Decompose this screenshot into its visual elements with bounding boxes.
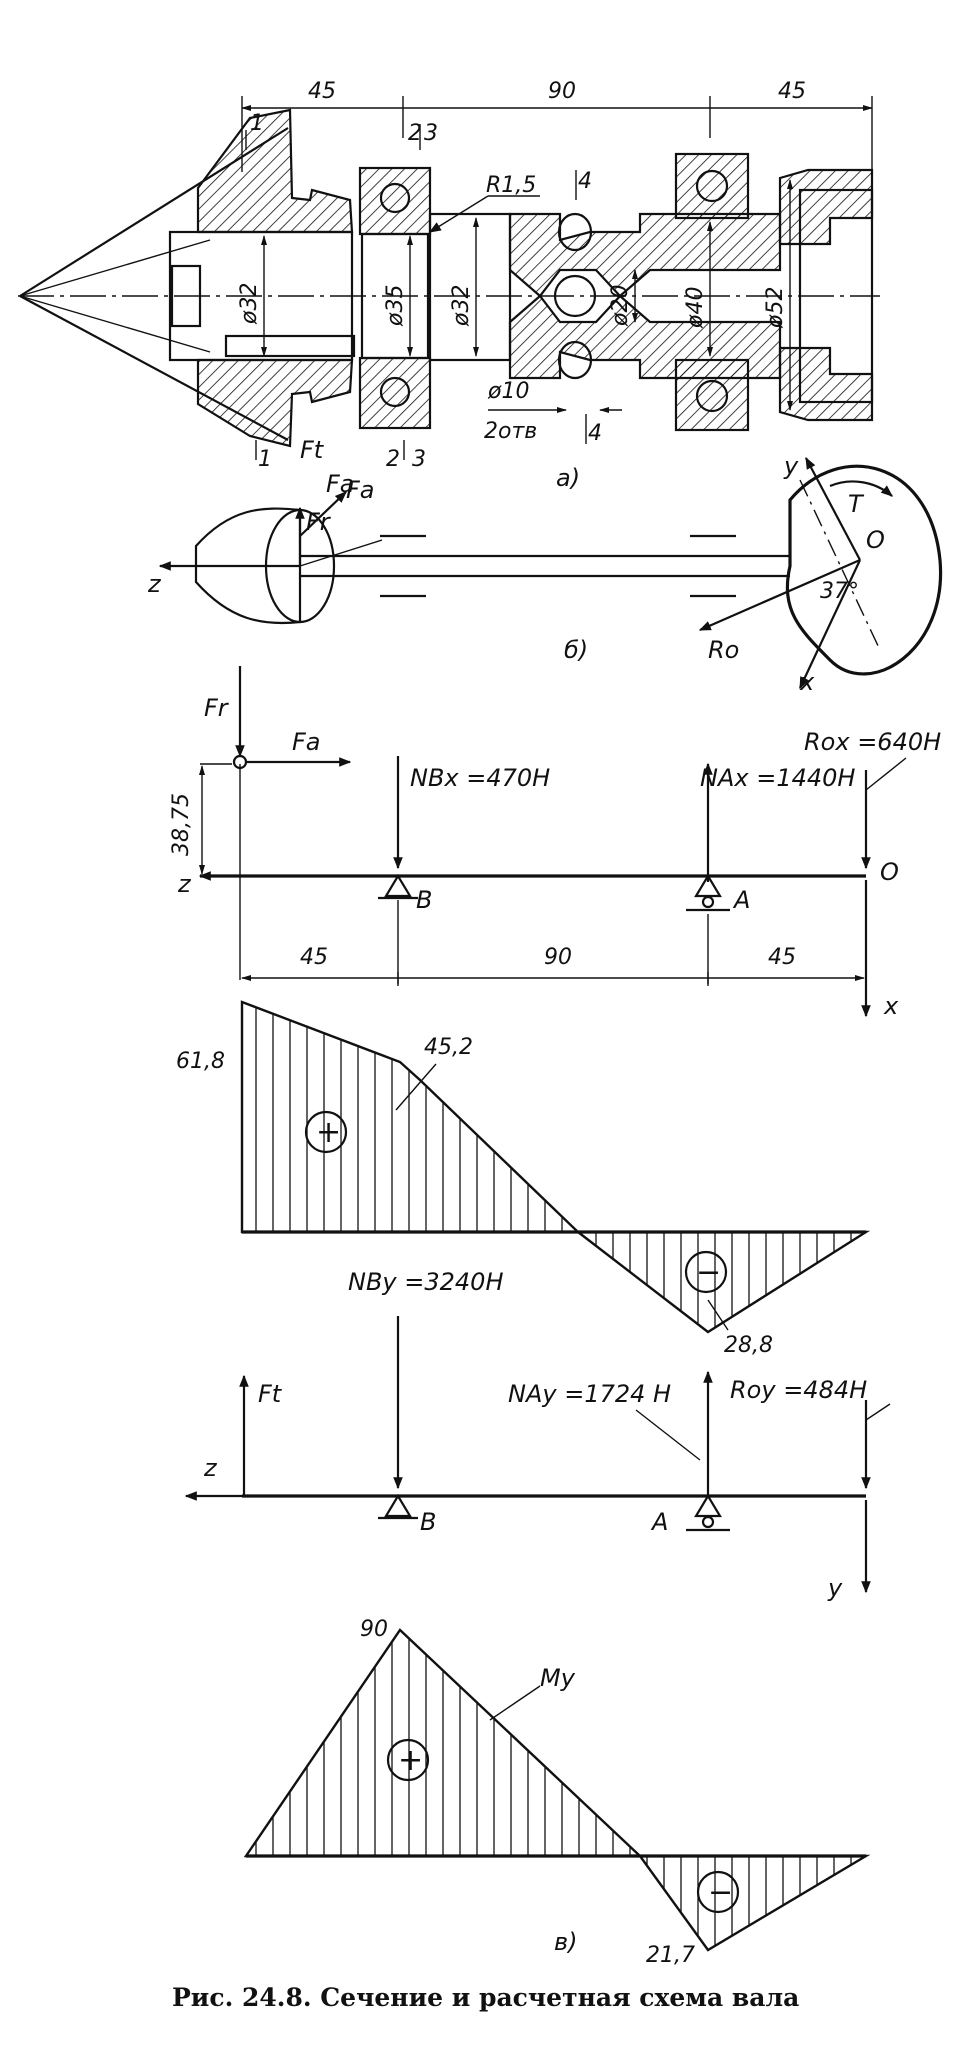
moment-y-value-21-7: 21,7 (646, 1943, 695, 1968)
part-a-label: а) (556, 464, 580, 492)
dim-45-left: 45 (308, 79, 336, 104)
scheme-x-span-45-left: 45 (300, 945, 328, 970)
moment-y-minus-sign: − (708, 1875, 733, 1910)
scheme-x-support-a: A (732, 886, 750, 914)
scheme-y-axis-y: y (827, 1574, 843, 1602)
dia-32-mid: ø32 (449, 285, 474, 327)
scheme-y-force-ft: Ft (258, 1380, 283, 1408)
part-b-label: б) (564, 636, 588, 664)
moment-y-value-90: 90 (360, 1617, 388, 1642)
section-b-force-fr: Fr (306, 508, 332, 536)
shaft-body-upper (508, 212, 782, 298)
section-b-force-fa: Fa (346, 476, 375, 504)
coupling-disk (785, 464, 943, 676)
dia-20: ø20 (608, 285, 633, 327)
scheme-x-force-fr: Fr (204, 694, 230, 722)
scheme-y-reaction-b: NBy =3240H (348, 1268, 503, 1296)
section-b-axis-y: y (783, 452, 799, 480)
dia-52: ø52 (763, 287, 788, 329)
hole-count-label: 2отв (484, 419, 537, 444)
scheme-x-force-fa: Fa (292, 728, 321, 756)
section-b-origin: O (866, 526, 885, 554)
scheme-x-span-45-right: 45 (768, 945, 796, 970)
dia-40: ø40 (683, 287, 708, 329)
scheme-x-reaction-b: NBx =470H (410, 764, 550, 792)
scheme-y-reaction-o: Roy =484H (730, 1376, 867, 1404)
scheme-x-reaction-o: Rox =640H (804, 728, 941, 756)
gear-hub-upper (196, 108, 354, 234)
scheme-y-axis-z: z (203, 1454, 218, 1482)
scheme-y-reaction-a: NAy =1724 H (508, 1380, 671, 1408)
section-mark-4-bottom: 4 (588, 421, 602, 446)
scheme-x-origin: O (880, 858, 899, 886)
scheme-x-reaction-a: NAx =1440H (700, 764, 855, 792)
section-mark-1-bottom: 1 (258, 447, 272, 472)
bearing-left-lower (358, 356, 432, 430)
dim-45-right: 45 (778, 79, 806, 104)
section-a-force-ft: Ft (300, 436, 325, 464)
scheme-x-axis-x: x (883, 992, 899, 1020)
hole-dia-label: ø10 (487, 379, 529, 404)
moment-diagram-y: 90 My 21,7 + − в) (243, 1617, 871, 1968)
bearing-right-upper (674, 152, 750, 220)
moment-x-value-45-2: 45,2 (424, 1035, 473, 1060)
dim-90: 90 (548, 79, 576, 104)
moment-x-positive-area (240, 1000, 581, 1234)
section-b-axis-z: z (147, 570, 162, 598)
section-mark-3-bottom: 3 (412, 447, 426, 472)
figure-caption: Рис. 24.8. Сечение и расчетная схема вал… (172, 1983, 799, 2012)
section-b-axis-x: x (799, 668, 815, 696)
scheme-x-span-90: 90 (544, 945, 572, 970)
moment-y-plus-sign: + (398, 1743, 423, 1778)
scheme-y: z Ft NBy =3240H B NAy =1724 H A Roy =484… (184, 1268, 891, 1602)
scheme-x: z 38,75 Fr Fa NBx =470H B NAx =1440H A R… (169, 666, 941, 1020)
bearing-right-lower (674, 358, 750, 432)
bearing-left-upper (358, 166, 432, 236)
dia-32-left: ø32 (237, 283, 262, 325)
shaft-end-upper (778, 168, 874, 246)
moment-diagram-x: 61,8 45,2 28,8 + − (176, 1000, 871, 1358)
gear-hub-lower (196, 358, 354, 448)
section-mark-2-bottom: 2 (386, 447, 400, 472)
scheme-y-support-b: B (420, 1508, 436, 1536)
section-a-drawing: 45 90 45 (18, 79, 880, 498)
section-b-angle: 37° (820, 579, 859, 604)
moment-y-negative-area (637, 1854, 871, 1952)
section-mark-1-top: 1 (250, 111, 264, 136)
scheme-x-height: 38,75 (169, 793, 194, 856)
section-b-reaction-ro: Ro (708, 636, 739, 664)
section-b-torque: T (848, 490, 865, 518)
dia-35: ø35 (383, 285, 408, 327)
scheme-x-support-b: B (416, 886, 432, 914)
moment-x-negative-area (574, 1230, 871, 1334)
moment-x-plus-sign: + (316, 1115, 341, 1150)
section-mark-3-top: 3 (424, 121, 438, 146)
scheme-y-support-a: A (650, 1508, 668, 1536)
moment-y-label: My (540, 1664, 576, 1692)
moment-x-value-28-8: 28,8 (724, 1333, 773, 1358)
radius-label: R1,5 (486, 173, 536, 198)
shaft-end-lower (778, 346, 874, 422)
part-v-label: в) (554, 1928, 578, 1956)
moment-x-value-61-8: 61,8 (176, 1049, 225, 1074)
section-mark-2-top: 2 (408, 121, 422, 146)
moment-x-minus-sign: − (696, 1255, 721, 1290)
moment-y-positive-area (243, 1628, 644, 1858)
section-mark-4-top: 4 (578, 169, 592, 194)
section-b-drawing: z y x Ro O T 37° Fa Fr б) (147, 452, 943, 696)
scheme-x-axis-z: z (177, 870, 192, 898)
